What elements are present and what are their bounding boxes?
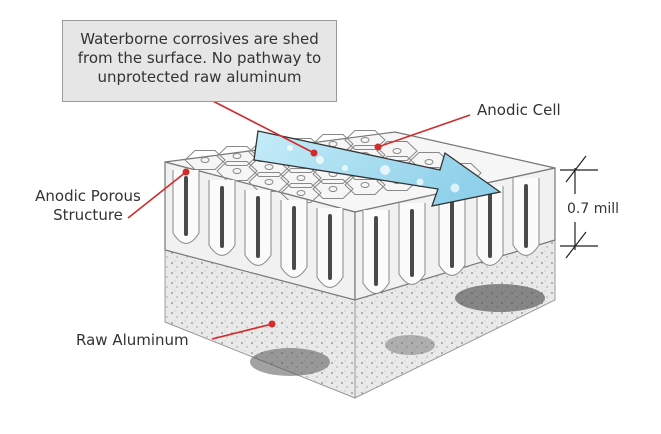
hex-cell-pore	[232, 168, 242, 174]
hex-cell-pore	[296, 190, 306, 196]
hex-cell-pore	[232, 153, 242, 159]
hex-cell	[344, 130, 386, 150]
anodic-cell-label: Anodic Cell	[477, 101, 561, 119]
hex-cell-pore	[328, 186, 338, 192]
hex-cell-pore	[424, 159, 434, 165]
anodic-porous-label-line2: Structure	[53, 206, 123, 224]
hex-cell	[376, 141, 418, 161]
anodic-porous-label: Anodic Porous Structure	[18, 187, 158, 225]
callout-line-1: Waterborne corrosives are shed	[80, 30, 319, 48]
hex-cell	[248, 172, 290, 192]
callout-line-3: unprotected raw aluminum	[97, 68, 302, 86]
hex-cell	[280, 183, 322, 203]
callout-line-2: from the surface. No pathway to	[77, 49, 322, 67]
hex-cell	[216, 161, 258, 181]
hex-cell-pore	[392, 148, 402, 154]
anodic-porous-label-line1: Anodic Porous	[35, 187, 141, 205]
water-flow-arrow	[253, 130, 502, 207]
hex-cell-pore	[360, 137, 370, 143]
callout-box: Waterborne corrosives are shed from the …	[62, 20, 337, 102]
pores	[184, 176, 528, 286]
hex-cell	[184, 150, 226, 170]
thickness-label: 0.7 mill	[567, 201, 620, 217]
hex-cell-pore	[296, 175, 306, 181]
anodic-porous-leader	[127, 171, 187, 219]
raw-aluminum-leader	[211, 323, 273, 340]
hex-cell-pore	[200, 157, 210, 163]
thickness-dimension	[560, 155, 598, 259]
anodic-cell-leader	[377, 114, 471, 148]
hex-cell	[312, 179, 354, 199]
hex-cell-pore	[264, 179, 274, 185]
hex-cell	[216, 146, 258, 166]
hex-cell-pore	[264, 164, 274, 170]
callout-leader	[204, 96, 315, 154]
leader-lines	[127, 96, 471, 340]
raw-aluminum-label: Raw Aluminum	[76, 331, 189, 349]
hex-cell-pore	[360, 182, 370, 188]
